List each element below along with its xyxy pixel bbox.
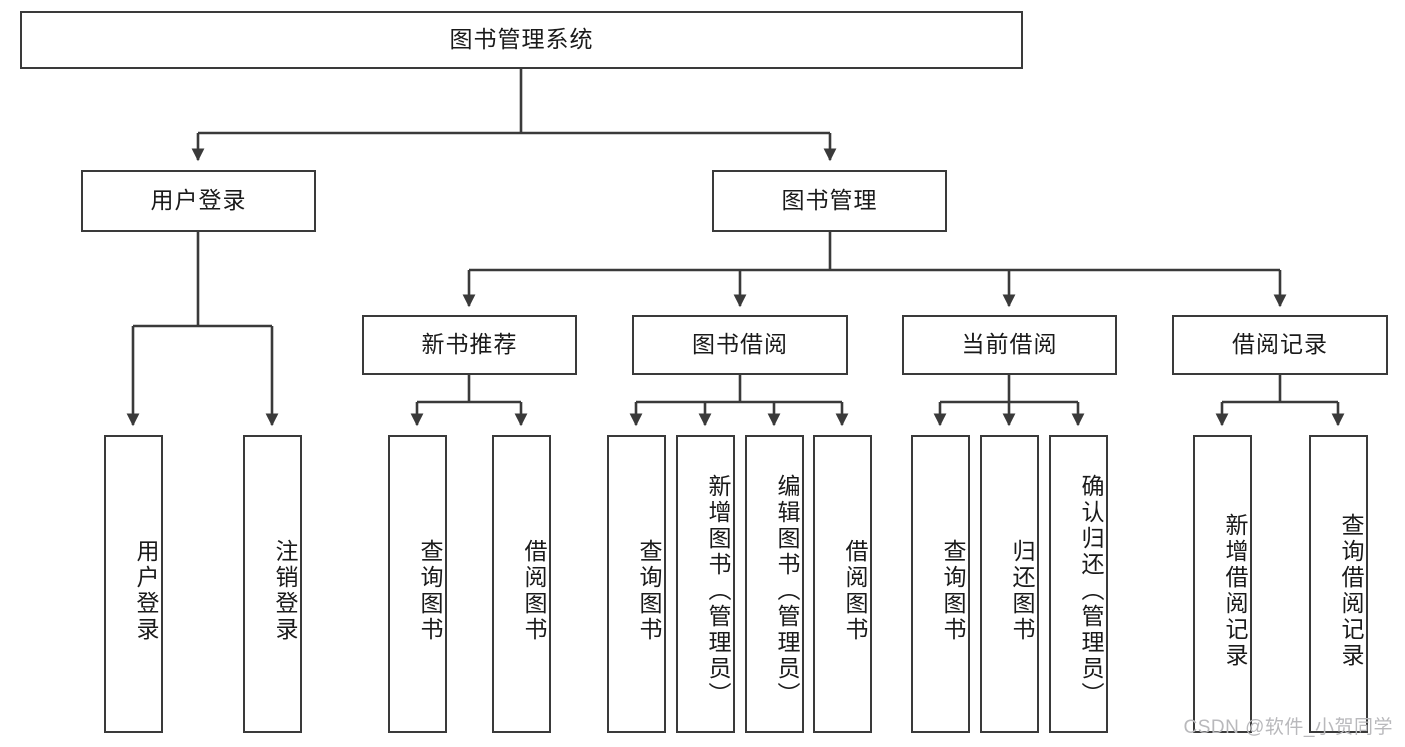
leaf-label: 注销登录	[272, 539, 298, 643]
node-root-label: 图书管理系统	[449, 26, 594, 53]
node-current-borrow-label: 当前借阅	[961, 331, 1058, 358]
leaf-borrow-add-book[interactable]: 新增图书（管理员）	[676, 435, 735, 733]
leaf-label: 查询图书	[940, 539, 966, 643]
node-user-login-label: 用户登录	[150, 187, 247, 214]
node-book-management-label: 图书管理	[781, 187, 878, 214]
leaf-current-confirm-return[interactable]: 确认归还（管理员）	[1049, 435, 1108, 733]
leaf-new-book-query[interactable]: 查询图书	[388, 435, 447, 733]
node-current-borrow[interactable]: 当前借阅	[902, 315, 1117, 375]
node-borrow-record[interactable]: 借阅记录	[1172, 315, 1388, 375]
leaf-label: 查询图书	[636, 539, 662, 643]
leaf-user-login-logout[interactable]: 注销登录	[243, 435, 302, 733]
leaf-label: 借阅图书	[842, 539, 868, 643]
leaf-label: 查询图书	[417, 539, 443, 643]
leaf-current-return-book[interactable]: 归还图书	[980, 435, 1039, 733]
leaf-new-book-borrow[interactable]: 借阅图书	[492, 435, 551, 733]
leaf-record-query[interactable]: 查询借阅记录	[1309, 435, 1368, 733]
leaf-record-add[interactable]: 新增借阅记录	[1193, 435, 1252, 733]
leaf-borrow-edit-book[interactable]: 编辑图书（管理员）	[745, 435, 804, 733]
node-borrow-record-label: 借阅记录	[1232, 331, 1328, 358]
node-book-borrow-label: 图书借阅	[692, 331, 788, 358]
node-user-login[interactable]: 用户登录	[81, 170, 316, 232]
leaf-label: 新增图书（管理员）	[705, 474, 731, 708]
leaf-label: 新增借阅记录	[1222, 513, 1248, 669]
node-new-book-recommend-label: 新书推荐	[421, 331, 518, 358]
watermark: CSDN @软件_小贺同学	[1183, 717, 1393, 738]
leaf-borrow-borrow-book[interactable]: 借阅图书	[813, 435, 872, 733]
node-book-borrow[interactable]: 图书借阅	[632, 315, 848, 375]
leaf-label: 用户登录	[133, 539, 159, 643]
leaf-label: 编辑图书（管理员）	[774, 474, 800, 708]
node-root[interactable]: 图书管理系统	[20, 11, 1023, 69]
leaf-borrow-query-book[interactable]: 查询图书	[607, 435, 666, 733]
node-new-book-recommend[interactable]: 新书推荐	[362, 315, 577, 375]
leaf-label: 确认归还（管理员）	[1078, 474, 1104, 708]
leaf-current-query-book[interactable]: 查询图书	[911, 435, 970, 733]
leaf-label: 归还图书	[1009, 539, 1035, 643]
leaf-user-login-login[interactable]: 用户登录	[104, 435, 163, 733]
leaf-label: 查询借阅记录	[1338, 513, 1364, 669]
leaf-label: 借阅图书	[521, 539, 547, 643]
node-book-management[interactable]: 图书管理	[712, 170, 947, 232]
